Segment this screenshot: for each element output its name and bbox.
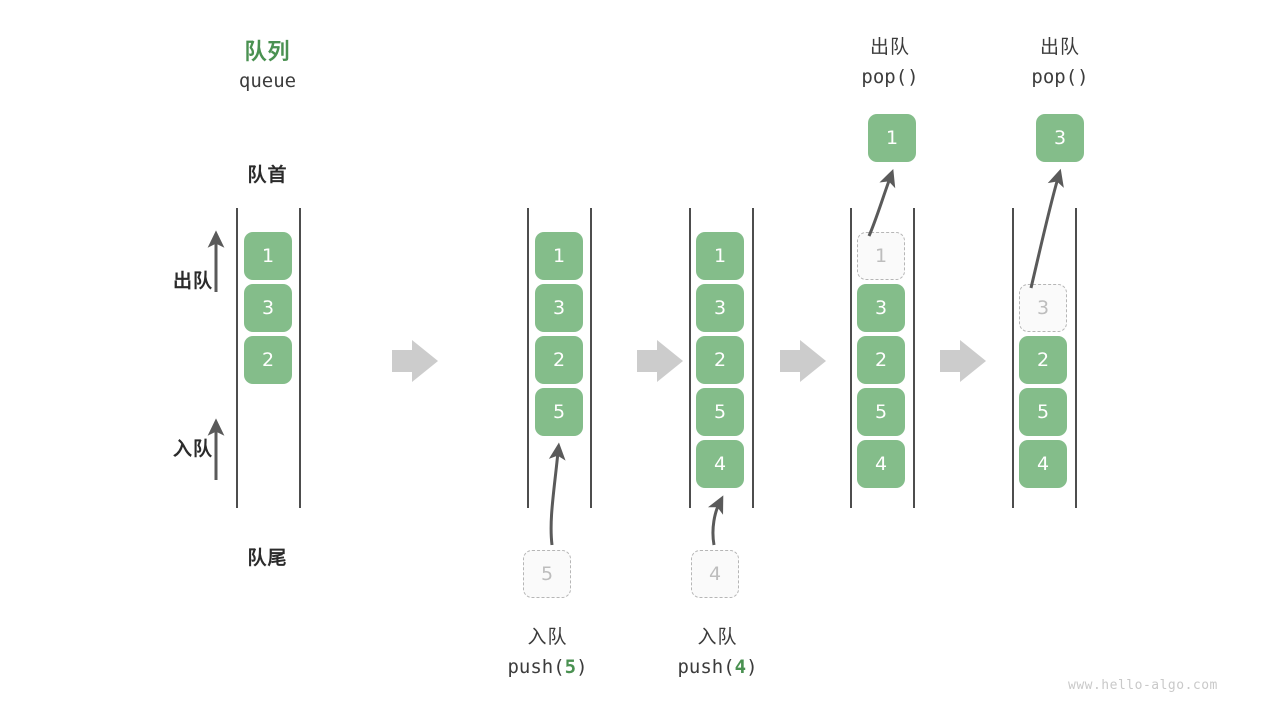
queue-cell: 2: [1019, 336, 1067, 384]
queue-cell: 4: [696, 440, 744, 488]
queue-rail-right-c1: [590, 208, 592, 508]
rear-label: 队尾: [247, 547, 288, 569]
queue-rail-left-c0: [236, 208, 238, 508]
push4-caption-cn: 入队: [697, 626, 738, 648]
popped-element: 3: [1036, 114, 1084, 162]
popped-element: 1: [868, 114, 916, 162]
queue-cell: 5: [1019, 388, 1067, 436]
queue-rail-right-c3: [913, 208, 915, 508]
pop1-extract-arrow: [867, 168, 896, 237]
queue-rail-left-c2: [689, 208, 691, 508]
queue-cell: 5: [696, 388, 744, 436]
diagram-title-en: queue: [238, 70, 297, 92]
front-label: 队首: [247, 164, 288, 186]
push4-code-pre: push(: [677, 656, 735, 678]
step-arrow-1: [392, 340, 438, 382]
pop3-extract-arrow: [1029, 168, 1064, 289]
queue-cell: 2: [535, 336, 583, 384]
queue-cell: 4: [857, 440, 905, 488]
queue-cell: 5: [857, 388, 905, 436]
queue-cell: 3: [857, 284, 905, 332]
diagram-title-cn: 队列: [244, 40, 291, 65]
queue-rail-right-c0: [299, 208, 301, 508]
queue-rail-left-c4: [1012, 208, 1014, 508]
enqueue-direction-label: 入队: [172, 438, 213, 460]
queue-cell: 1: [696, 232, 744, 280]
pop1-caption-code: pop(): [861, 66, 919, 88]
push5-insert-arrow: [548, 442, 566, 546]
queue-cell: 2: [696, 336, 744, 384]
queue-cell: 2: [244, 336, 292, 384]
queue-cell: 3: [696, 284, 744, 332]
push4-insert-arrow: [707, 495, 724, 546]
queue-cell: 3: [244, 284, 292, 332]
dequeue-direction-label: 出队: [172, 270, 213, 292]
queue-cell: 1: [244, 232, 292, 280]
queue-rail-left-c3: [850, 208, 852, 508]
incoming-element: 4: [691, 550, 739, 598]
push4-code-arg: 4: [734, 656, 747, 678]
queue-cell-removed: 1: [857, 232, 905, 280]
queue-cell: 5: [535, 388, 583, 436]
queue-cell: 4: [1019, 440, 1067, 488]
pop1-caption-cn: 出队: [869, 36, 910, 58]
push5-caption-cn: 入队: [527, 626, 568, 648]
step-arrow-4: [940, 340, 986, 382]
push5-code-post: ): [576, 656, 588, 678]
queue-cell: 3: [535, 284, 583, 332]
incoming-element: 5: [523, 550, 571, 598]
pop3-caption-code: pop(): [1031, 66, 1089, 88]
push4-caption-code: push(4): [630, 656, 805, 678]
watermark: www.hello-algo.com: [1068, 678, 1218, 693]
push5-code-arg: 5: [564, 656, 577, 678]
push5-caption-code: push(5): [460, 656, 635, 678]
step-arrow-3: [780, 340, 826, 382]
pop3-caption-cn: 出队: [1039, 36, 1080, 58]
queue-rail-right-c2: [752, 208, 754, 508]
queue-rail-right-c4: [1075, 208, 1077, 508]
push5-code-pre: push(: [507, 656, 565, 678]
push4-code-post: ): [746, 656, 758, 678]
queue-cell-removed: 3: [1019, 284, 1067, 332]
queue-rail-left-c1: [527, 208, 529, 508]
queue-cell: 1: [535, 232, 583, 280]
step-arrow-2: [637, 340, 683, 382]
queue-cell: 2: [857, 336, 905, 384]
